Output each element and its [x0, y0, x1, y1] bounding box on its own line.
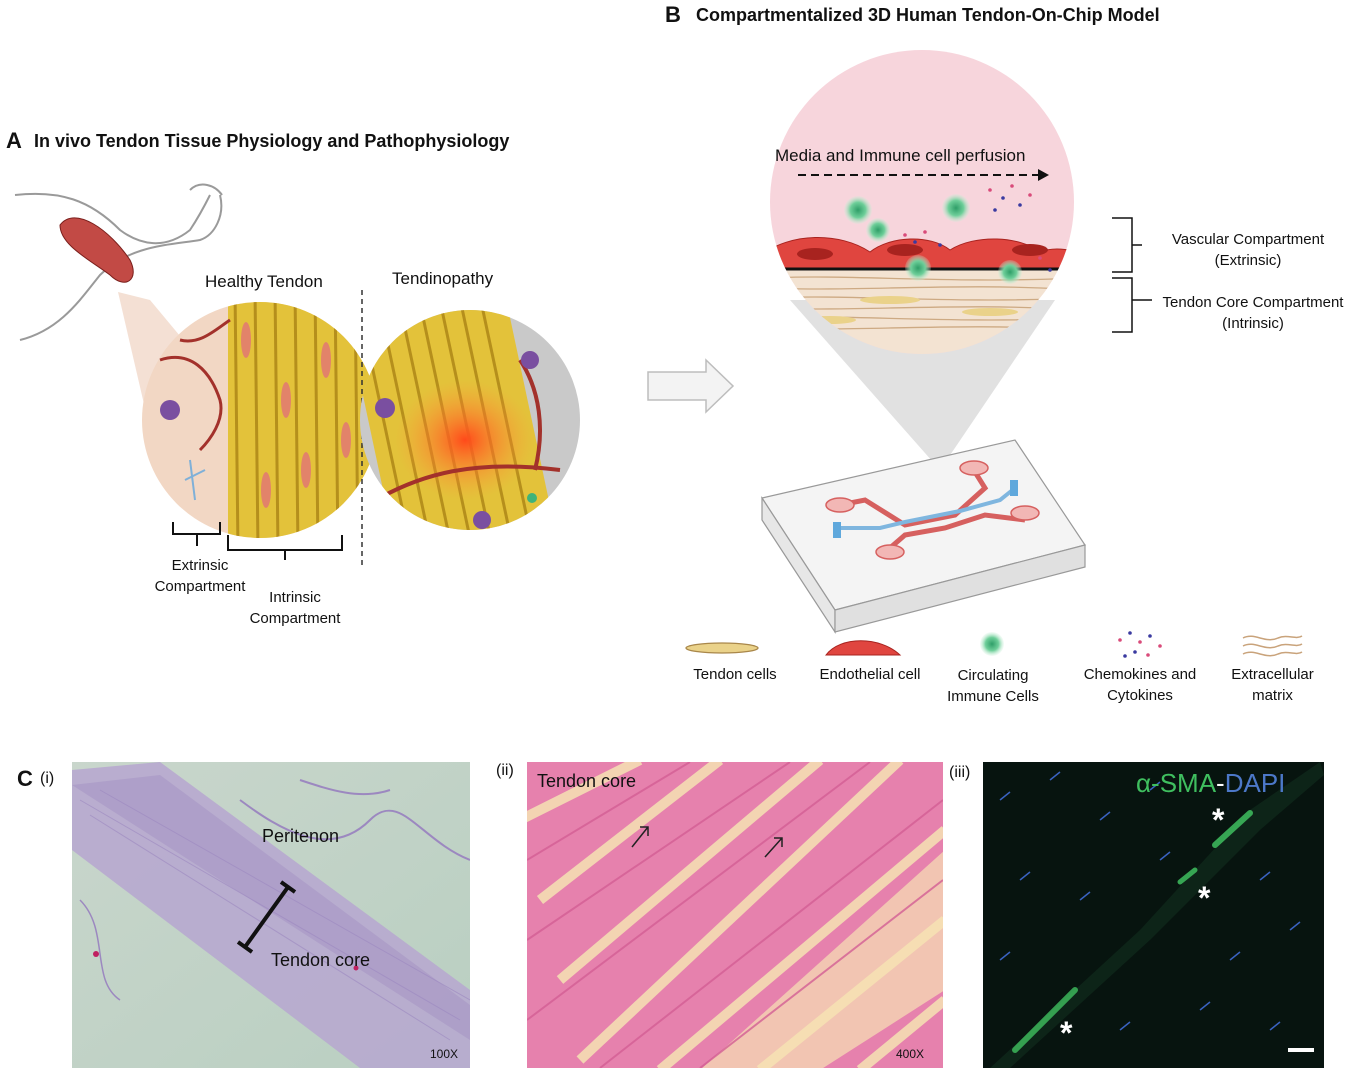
magnification-400x: 400X [896, 1047, 925, 1061]
panel-c-i-label: (i) [40, 770, 55, 787]
legend-endothelial-cell: Endothelial cell [819, 666, 921, 683]
tendon-cell-icon [685, 642, 759, 654]
micrograph-400x [527, 762, 943, 1068]
magnification-100x: 100X [430, 1047, 459, 1061]
panel-c-iii-label: (iii) [949, 764, 971, 781]
vascular-compartment-label: Vascular Compartment (Extrinsic) [1148, 229, 1348, 271]
tendon-core-label-ii: Tendon core [537, 771, 637, 791]
asterisk-marker-1: * [1212, 802, 1225, 838]
panel-c-letter: C [17, 766, 33, 791]
healthy-tendon-label: Healthy Tendon [205, 272, 323, 291]
panel-a-letter: A [6, 128, 22, 153]
arm-sketch [14, 183, 223, 341]
panel-c-ii-label: (ii) [496, 762, 514, 779]
immune-cell-icon [980, 632, 1004, 656]
endothelial-cell-icon [825, 640, 902, 656]
core-scale-marker [236, 880, 297, 954]
legend-immune-line-1: Circulating [957, 667, 1029, 684]
scale-bar [1288, 1048, 1314, 1052]
vascular-line-2: (Extrinsic) [1214, 252, 1282, 269]
stain-legend: α-SMA-DAPI [1136, 768, 1285, 799]
arrow-icon [631, 826, 783, 858]
chemokines-icon [1118, 631, 1162, 658]
panel-b-title: Compartmentalized 3D Human Tendon-On-Chi… [696, 5, 1160, 25]
tendon-core-compartment-label: Tendon Core Compartment (Intrinsic) [1143, 292, 1363, 334]
intrinsic-line-1: Intrinsic [269, 589, 321, 606]
peritenon-label: Peritenon [262, 826, 340, 846]
legend-immune-cells: Circulating Immune Cells [928, 665, 1058, 707]
stain-dash: - [1216, 768, 1225, 798]
extrinsic-bracket [172, 522, 221, 546]
micrograph-fluorescence [983, 762, 1324, 1068]
micrograph-100x [72, 762, 470, 1068]
extracellular-matrix-icon [1242, 635, 1303, 657]
vascular-bracket [1112, 217, 1142, 273]
intrinsic-line-2: Compartment [249, 610, 341, 627]
core-bracket [1112, 277, 1152, 333]
panel-a-title: In vivo Tendon Tissue Physiology and Pat… [34, 131, 510, 151]
dapi-label: DAPI [1224, 768, 1286, 798]
tendinopathy-label: Tendinopathy [392, 269, 494, 288]
legend-chemo-line-2: Cytokines [1107, 687, 1173, 704]
biceps-muscle [59, 217, 134, 283]
legend-chemokines: Chemokines and Cytokines [1070, 664, 1210, 706]
vascular-line-1: Vascular Compartment [1171, 231, 1325, 248]
core-line-1: Tendon Core Compartment [1162, 294, 1344, 311]
alpha-sma-label: α-SMA [1136, 768, 1217, 798]
intrinsic-bracket [227, 535, 343, 560]
extrinsic-line-1: Extrinsic [171, 557, 229, 574]
extrinsic-compartment-label: Extrinsic Compartment [140, 555, 260, 597]
legend-ecm-line-1: Extracellular [1231, 666, 1314, 683]
legend-immune-line-2: Immune Cells [947, 688, 1039, 705]
legend-icons [685, 631, 1303, 658]
perfusion-label: Media and Immune cell perfusion [775, 146, 1026, 165]
asterisk-marker-3: * [1060, 1015, 1073, 1051]
extrinsic-line-2: Compartment [154, 578, 246, 595]
legend-tendon-cells: Tendon cells [693, 666, 777, 683]
legend-extracellular-matrix: Extracellular matrix [1210, 664, 1335, 706]
intrinsic-compartment-label: Intrinsic Compartment [235, 587, 355, 629]
asterisk-marker-2: * [1198, 880, 1211, 916]
tendon-core-label-i: Tendon core [271, 950, 371, 970]
core-line-2: (Intrinsic) [1222, 315, 1284, 332]
legend-ecm-line-2: matrix [1252, 687, 1293, 704]
immune-cells [844, 194, 1022, 284]
cytokines-dots [903, 184, 1052, 272]
legend-chemo-line-1: Chemokines and [1083, 666, 1197, 683]
panel-b-letter: B [665, 2, 681, 27]
tendon-on-chip-device [761, 439, 1086, 635]
